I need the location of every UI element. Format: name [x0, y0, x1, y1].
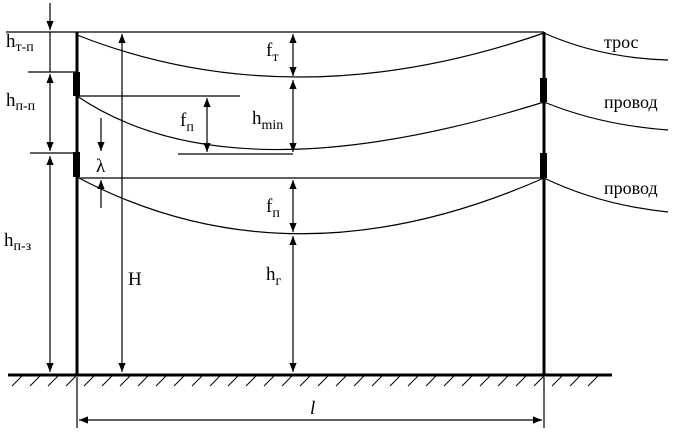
upper-phase-wire-continuation — [543, 101, 669, 131]
label-upper-wire: провод — [604, 92, 658, 112]
label-lambda: λ — [96, 156, 106, 177]
ground-wire-cable — [76, 32, 545, 78]
lower-phase-wire-continuation — [543, 177, 669, 213]
left-lower-insulator — [73, 152, 80, 177]
label-f-p-lower: fп — [266, 196, 280, 221]
label-f-t: fт — [266, 40, 278, 65]
label-h-min: hmin — [252, 108, 283, 133]
upper-phase-wire — [76, 95, 545, 151]
label-span-l: l — [310, 398, 315, 419]
left-upper-insulator — [73, 72, 80, 96]
label-h-pz: hп-з — [4, 230, 32, 254]
label-h-g: hг — [266, 264, 282, 289]
label-f-p-upper: fп — [180, 110, 194, 135]
lower-phase-wire — [76, 176, 545, 235]
label-H: H — [128, 269, 142, 290]
label-h-tp: hт-п — [6, 31, 34, 55]
label-cable: трос — [604, 32, 639, 52]
ground-hatching — [11, 375, 599, 387]
right-upper-insulator — [540, 78, 547, 102]
label-h-pp: hп-п — [6, 90, 36, 114]
label-lower-wire: провод — [604, 178, 658, 198]
ground-wire-cable-continuation — [543, 32, 669, 61]
right-lower-insulator — [540, 153, 547, 178]
